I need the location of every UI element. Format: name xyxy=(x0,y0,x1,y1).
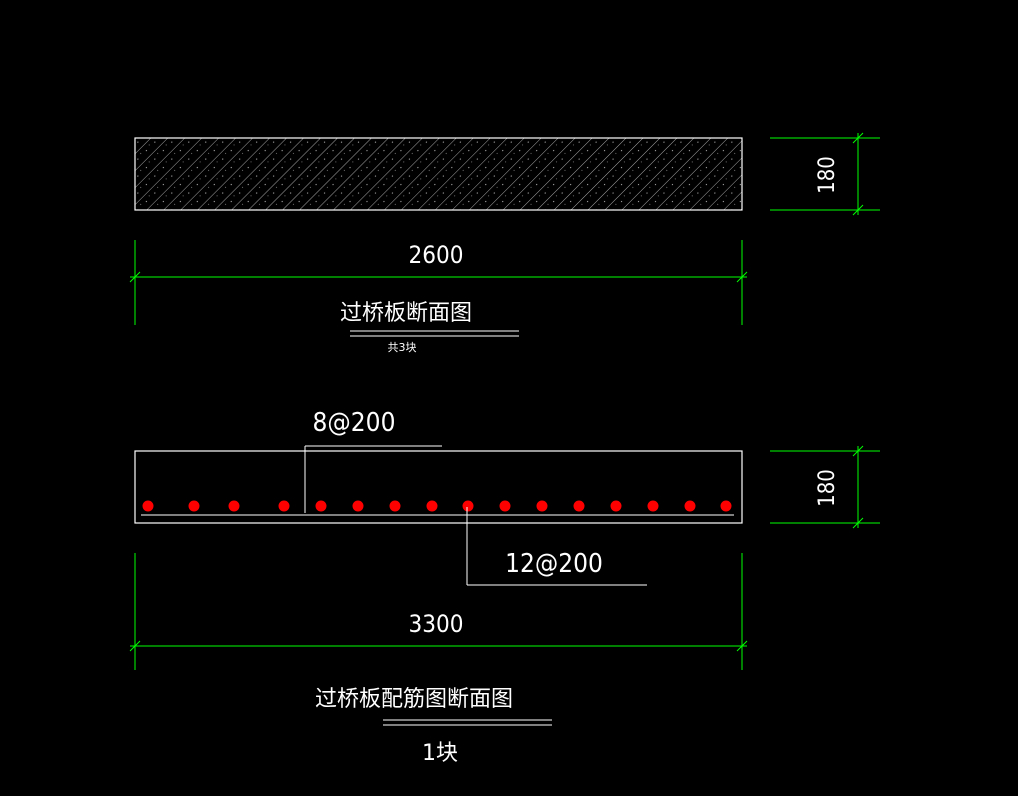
rebar-dot xyxy=(142,500,154,512)
rebar-dot xyxy=(352,500,364,512)
rebar-dot xyxy=(462,500,474,512)
section1-title-underline xyxy=(350,330,519,337)
rebar-dot xyxy=(278,500,290,512)
rebar-dot xyxy=(610,500,622,512)
bottom-rebar-leader xyxy=(466,507,647,586)
rebar-dot xyxy=(426,500,438,512)
rebar-dot xyxy=(536,500,548,512)
section1-slab xyxy=(134,137,743,211)
rebar-dot xyxy=(720,500,732,512)
section2-width-label: 3300 xyxy=(409,610,464,638)
section2-slab xyxy=(134,450,743,524)
rebar-dot xyxy=(389,500,401,512)
section1-width-dimension xyxy=(129,240,748,325)
rebar-dot xyxy=(684,500,696,512)
section2-height-dimension xyxy=(770,445,880,529)
section2-title-underline xyxy=(383,719,552,726)
top-rebar-label: 8@200 xyxy=(313,408,396,438)
bottom-rebar-label: 12@200 xyxy=(505,549,603,579)
section1-width-label: 2600 xyxy=(409,241,464,269)
rebar-dot xyxy=(228,500,240,512)
section2-subtitle: 1块 xyxy=(422,741,458,766)
rebar-dot xyxy=(188,500,200,512)
rebar-dot xyxy=(499,500,511,512)
section1-height-label: 180 xyxy=(815,156,840,194)
section2-height-label: 180 xyxy=(815,469,840,507)
section1-subtitle: 共3块 xyxy=(388,341,417,354)
section2-width-dimension xyxy=(129,553,748,670)
section1-title: 过桥板断面图 xyxy=(340,301,472,326)
section2-title: 过桥板配筋图断面图 xyxy=(315,687,513,712)
rebar-dot xyxy=(647,500,659,512)
rebar-dots xyxy=(142,500,732,512)
rebar-dot xyxy=(315,500,327,512)
section1-height-dimension xyxy=(770,132,880,216)
top-rebar-leader xyxy=(304,445,442,513)
rebar-dot xyxy=(573,500,585,512)
